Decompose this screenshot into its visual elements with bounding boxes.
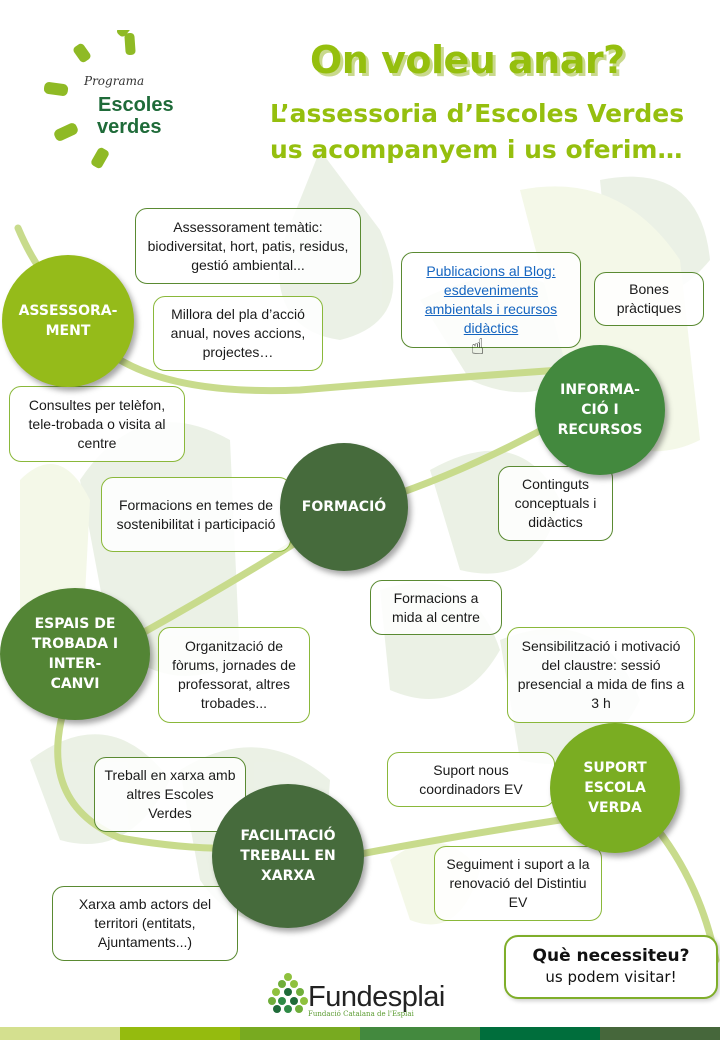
fundesplai-subtitle: Fundació Catalana de l'Esplai: [308, 1010, 414, 1018]
box-continguts: Continguts conceptuals i didàctics: [498, 466, 613, 541]
node-formacio: FORMACIÓ: [280, 443, 408, 571]
logo-name-line2: verdes: [97, 116, 162, 138]
page-subtitle: L’assessoria d’Escoles Verdes us acompan…: [270, 99, 685, 164]
node-facilitacio-treball-xarxa: FACILITACIÓ TREBALL EN XARXA: [212, 784, 364, 928]
node-assessorament: ASSESSORA- MENT: [2, 255, 134, 387]
box-organitzacio: Organització de fòrums, jornades de prof…: [158, 627, 310, 723]
box-millora-pla: Millora del pla d’acció anual, noves acc…: [153, 296, 323, 371]
fundesplai-name: Fundesplai: [308, 981, 445, 1013]
box-assessorament-tematic: Assessorament temàtic: biodiversitat, ho…: [135, 208, 361, 284]
page-title: On voleu anar?: [310, 38, 625, 82]
cta-subtext: us podem visitar!: [545, 968, 677, 986]
footer-color-stripes: [0, 1027, 720, 1040]
cta-box: Què necessiteu? us podem visitar!: [504, 935, 718, 999]
stripe: [0, 1027, 120, 1040]
box-treball-xarxa: Treball en xarxa amb altres Escoles Verd…: [94, 757, 246, 832]
hand-pointer-icon: ☝: [471, 335, 485, 360]
node-informacio-recursos: INFORMA- CIÓ I RECURSOS: [535, 345, 665, 475]
box-xarxa-actors: Xarxa amb actors del territori (entitats…: [52, 886, 238, 961]
stripe: [360, 1027, 480, 1040]
box-suport-coordinadors: Suport nous coordinadors EV: [387, 752, 555, 807]
box-sensibilitzacio: Sensibilització i motivació del claustre…: [507, 627, 695, 723]
logo-name-line1: Escoles: [98, 94, 174, 116]
blog-link[interactable]: Publicacions al Blog: esdeveniments ambi…: [424, 263, 558, 336]
stripe: [600, 1027, 720, 1040]
box-consultes: Consultes per telèfon, tele-trobada o vi…: [9, 386, 185, 462]
cta-question: Què necessiteu?: [532, 946, 690, 966]
box-formacions-mida: Formacions a mida al centre: [370, 580, 502, 635]
node-suport-escola-verda: SUPORT ESCOLA VERDA: [550, 723, 680, 853]
fundesplai-tree-icon: [268, 973, 308, 1013]
box-seguiment: Seguiment i suport a la renovació del Di…: [434, 846, 602, 921]
stripe: [240, 1027, 360, 1040]
logo-program-label: Programa: [84, 74, 145, 88]
box-bones-practiques: Bones pràctiques: [594, 272, 704, 326]
stripe: [120, 1027, 240, 1040]
node-espais-trobada: ESPAIS DE TROBADA I INTER- CANVI: [0, 588, 150, 720]
box-formacions-temes: Formacions en temes de sostenibilitat i …: [101, 477, 291, 552]
escoles-verdes-logo-icon: [43, 30, 136, 169]
stripe: [480, 1027, 600, 1040]
box-blog[interactable]: Publicacions al Blog: esdeveniments ambi…: [401, 252, 581, 348]
